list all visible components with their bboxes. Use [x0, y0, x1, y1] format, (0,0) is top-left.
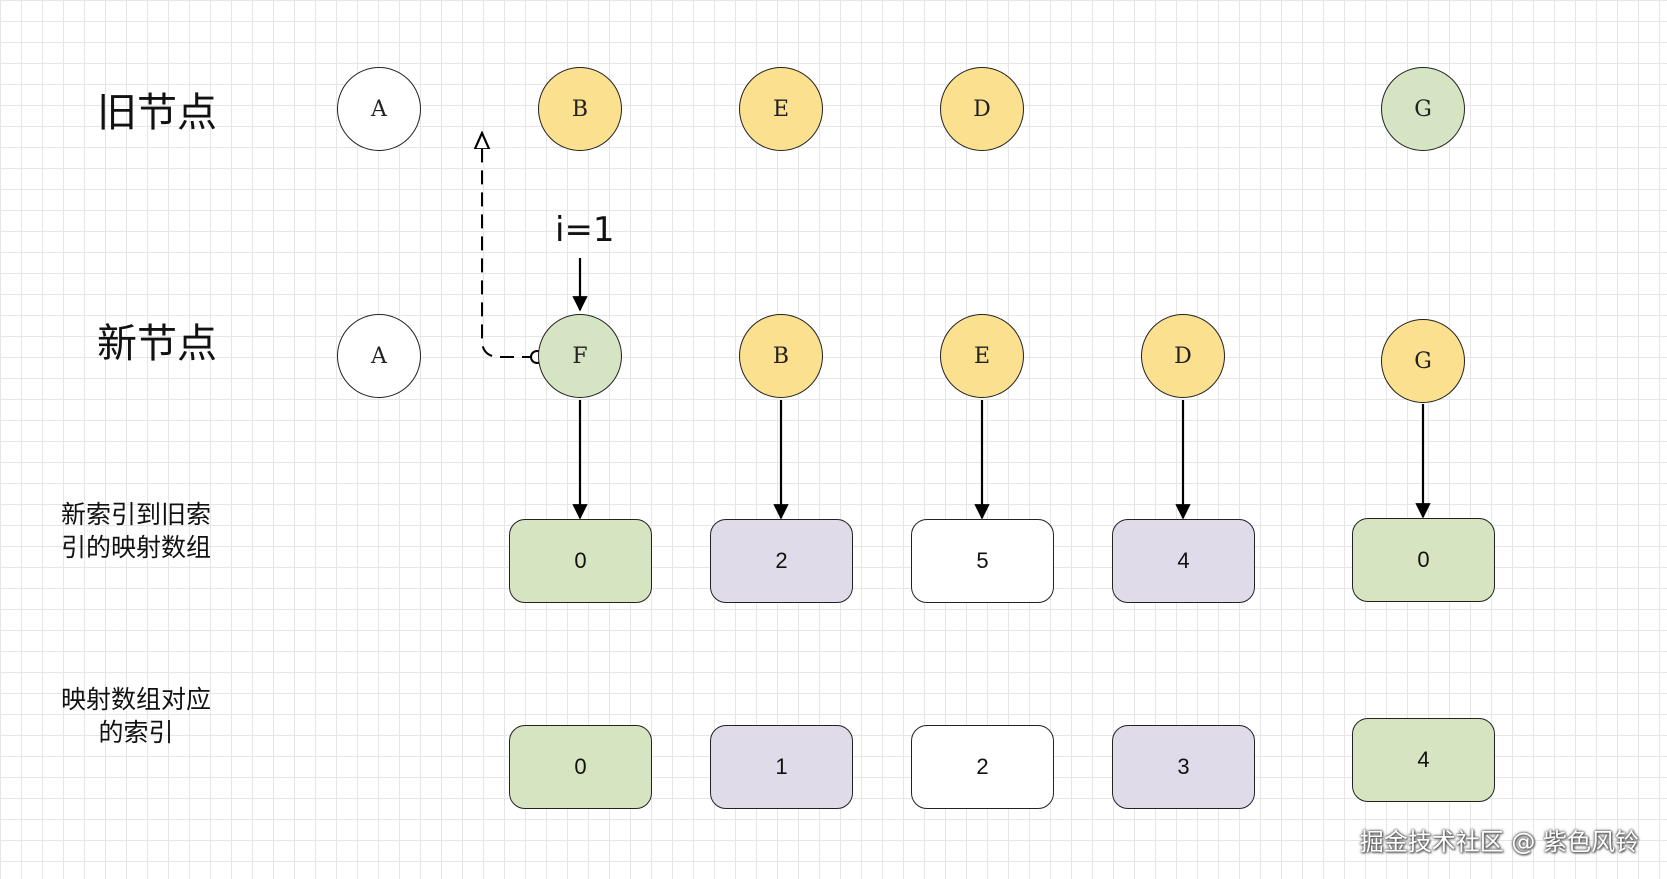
mapping-value-0: 0 — [509, 519, 652, 603]
mapping-index-0: 0 — [509, 725, 652, 809]
mapping-value-3: 4 — [1112, 519, 1255, 603]
mapping-value-4: 0 — [1352, 518, 1495, 602]
new-node-b: B — [739, 314, 823, 398]
new-node-d: D — [1141, 314, 1225, 398]
mapping-index-3: 3 — [1112, 725, 1255, 809]
old-node-g: G — [1381, 67, 1465, 151]
old-node-a: A — [337, 67, 421, 151]
watermark: 掘金技术社区 @ 紫色风铃 — [1359, 828, 1639, 856]
old-node-e: E — [739, 67, 823, 151]
old-node-d: D — [940, 67, 1024, 151]
mapping-array-title: 新索引到旧索 引的映射数组 — [60, 500, 211, 562]
new-nodes-title: 新节点 — [97, 321, 217, 367]
old-node-b: B — [538, 67, 622, 151]
new-node-e: E — [940, 314, 1024, 398]
new-node-a: A — [337, 314, 421, 398]
mapping-index-1: 1 — [710, 725, 853, 809]
pointer-label: i=1 — [555, 210, 615, 250]
mapping-value-1: 2 — [710, 519, 853, 603]
mapping-index-4: 4 — [1352, 718, 1495, 802]
new-node-f: F — [538, 314, 622, 398]
new-node-g: G — [1381, 319, 1465, 403]
dashed-move-arrow — [482, 133, 536, 358]
mapping-index-2: 2 — [911, 725, 1054, 809]
mapping-value-2: 5 — [911, 519, 1054, 603]
mapping-index-title: 映射数组对应 的索引 — [60, 685, 211, 747]
old-nodes-title: 旧节点 — [97, 90, 217, 136]
